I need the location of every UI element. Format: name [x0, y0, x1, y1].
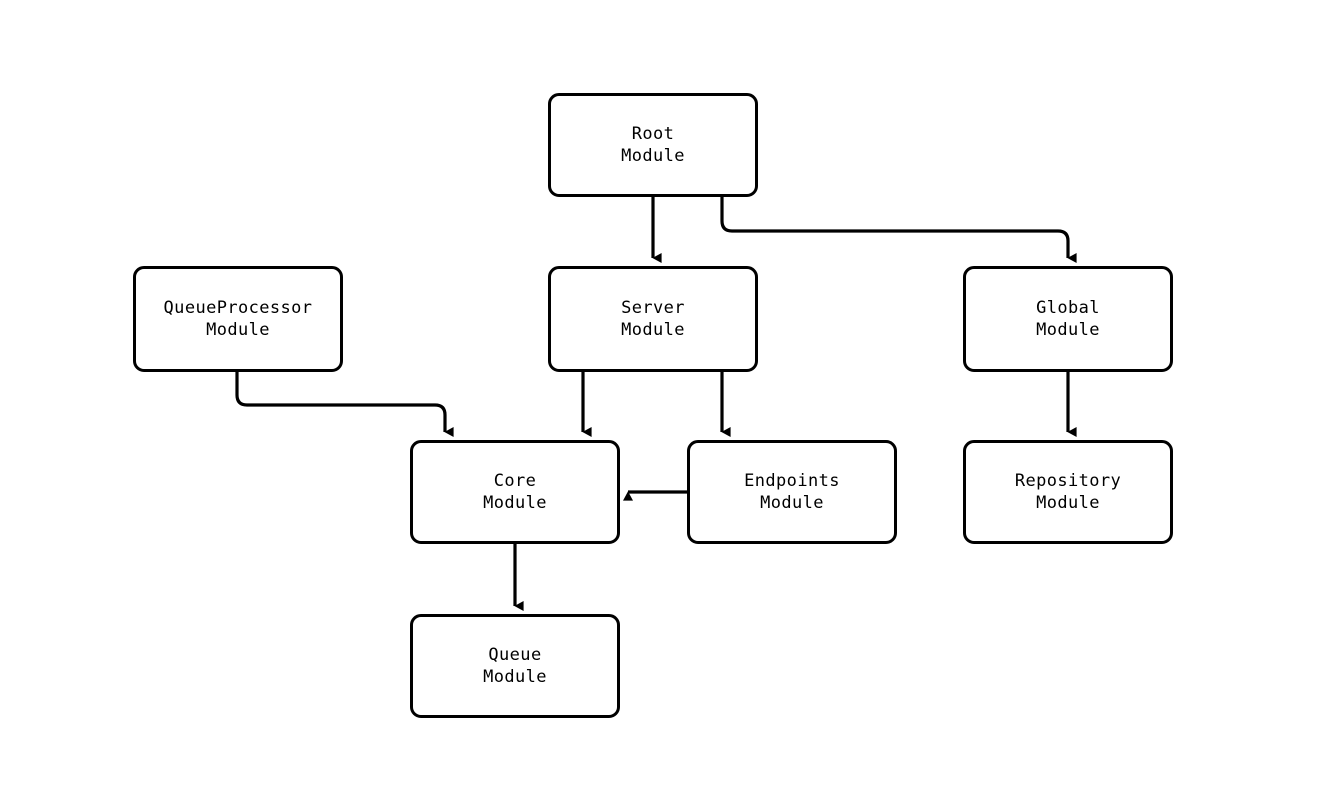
node-endpoints-module[interactable]: Endpoints Module	[687, 440, 897, 544]
edge-root-to-global	[720, 197, 1077, 264]
edge-queueprocessor-to-core	[235, 372, 454, 438]
node-queueprocessor-module-label: QueueProcessor Module	[163, 298, 313, 340]
node-root-module-label: Root Module	[621, 124, 685, 166]
node-server-module-label: Server Module	[621, 298, 685, 340]
node-queueprocessor-module[interactable]: QueueProcessor Module	[133, 266, 343, 372]
node-global-module-label: Global Module	[1036, 298, 1100, 340]
node-repository-module[interactable]: Repository Module	[963, 440, 1173, 544]
node-core-module-label: Core Module	[483, 471, 547, 513]
node-endpoints-module-label: Endpoints Module	[744, 471, 840, 513]
node-server-module[interactable]: Server Module	[548, 266, 758, 372]
node-root-module[interactable]: Root Module	[548, 93, 758, 197]
node-core-module[interactable]: Core Module	[410, 440, 620, 544]
node-global-module[interactable]: Global Module	[963, 266, 1173, 372]
node-queue-module[interactable]: Queue Module	[410, 614, 620, 718]
node-repository-module-label: Repository Module	[1014, 471, 1122, 513]
node-queue-module-label: Queue Module	[483, 645, 547, 687]
